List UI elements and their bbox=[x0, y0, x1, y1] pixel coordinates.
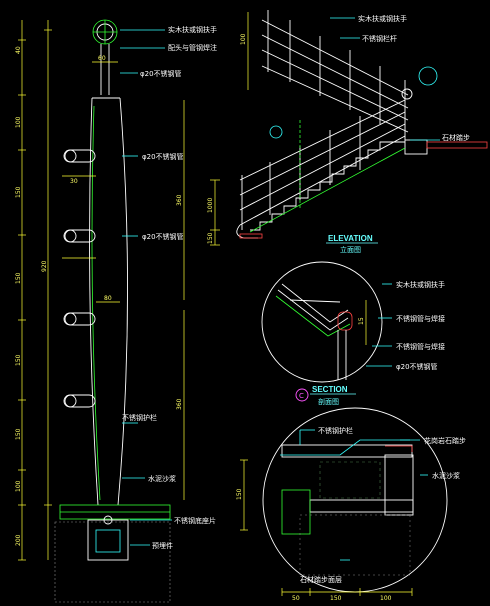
dim-left-total: 920 bbox=[41, 260, 48, 272]
label-elev-handrail: 实木扶或钢扶手 bbox=[358, 14, 407, 23]
dim-sec-d: 15 bbox=[358, 317, 365, 325]
post-body bbox=[89, 97, 128, 506]
dim-det-h: 150 bbox=[236, 488, 243, 500]
title-elevation-cn: 立面图 bbox=[340, 245, 361, 254]
title-section-cn: 剖面图 bbox=[318, 397, 339, 406]
footing-hatch bbox=[54, 521, 171, 603]
dim-tube-w: 60 bbox=[98, 55, 106, 62]
horizontal-tube-3 bbox=[63, 312, 96, 326]
dim-left-d: 150 bbox=[15, 354, 22, 366]
label-sec-tube: 不锈钢管与焊接 bbox=[396, 342, 445, 351]
horizontal-tube-2 bbox=[63, 229, 96, 243]
dim-det-b1: 50 bbox=[292, 595, 300, 602]
horizontal-tube-1 bbox=[63, 149, 96, 163]
dim-left-c: 150 bbox=[15, 272, 22, 284]
dim-left-b: 150 bbox=[15, 186, 22, 198]
dim-left-a: 100 bbox=[15, 116, 22, 128]
label-det-bottom: 石材踏步面层 bbox=[300, 575, 342, 584]
label-embedded-part: 预埋件 bbox=[152, 541, 173, 550]
stair-steps bbox=[250, 141, 405, 231]
dim-mid-lower: 360 bbox=[176, 398, 183, 410]
dim-left-e: 150 bbox=[15, 428, 22, 440]
section-tag-circle bbox=[295, 388, 309, 402]
embedded-part-box bbox=[87, 519, 129, 561]
section-detail: 15 实木扶或钢扶手 不锈钢管与焊接 不锈钢管与焊接 φ20不锈钢管 C SEC… bbox=[261, 261, 445, 406]
post-elevation: 40 100 150 150 150 150 100 200 920 实木扶或钢… bbox=[15, 19, 217, 603]
dim-left-bottom: 100 bbox=[15, 480, 22, 492]
label-det-mortar: 水泥沙浆 bbox=[432, 471, 460, 480]
label-handrail-top: 实木扶或钢扶手 bbox=[168, 25, 217, 34]
dim-w-b: 80 bbox=[104, 295, 112, 302]
label-stone-step: 石材踏步 bbox=[442, 133, 470, 142]
dim-elev-h2: 150 bbox=[207, 232, 214, 244]
label-phi20-tube-1: φ20不锈钢管 bbox=[142, 152, 184, 161]
section-circle bbox=[261, 261, 383, 383]
label-elbow-joint: 配头与管钢焊注 bbox=[168, 43, 217, 52]
dim-w-a: 30 bbox=[70, 178, 78, 185]
detail-marker-b bbox=[418, 66, 438, 86]
dim-det-b3: 100 bbox=[380, 595, 392, 602]
label-det-stone: 花岗岩石踏步 bbox=[424, 436, 466, 445]
dim-mid-upper: 360 bbox=[176, 194, 183, 206]
title-section: SECTION bbox=[312, 385, 348, 394]
dim-det-b2: 150 bbox=[330, 595, 342, 602]
dim-elev-h1: 1000 bbox=[207, 198, 214, 213]
stair-elevation: 100 石材踏步 bbox=[207, 10, 488, 254]
label-steel-base-plate: 不锈钢底座片 bbox=[174, 516, 216, 525]
label-det-guard: 不锈钢护栏 bbox=[318, 426, 353, 435]
label-elev-post: 不锈钢栏杆 bbox=[362, 34, 397, 43]
label-sec-handrail: 实木扶或钢扶手 bbox=[396, 280, 445, 289]
step-detail: 150 50 150 100 不锈钢护栏 花岗岩石踏步 水泥沙浆 石材踏步面层 bbox=[236, 407, 466, 602]
dim-left-base: 200 bbox=[15, 534, 22, 546]
section-tag: C bbox=[299, 392, 304, 400]
detail-marker-a bbox=[269, 125, 283, 139]
dim-left-top: 40 bbox=[15, 46, 22, 54]
title-elevation: ELEVATION bbox=[328, 234, 373, 243]
label-phi20-tube-2: φ20不锈钢管 bbox=[142, 232, 184, 241]
label-steel-post-cover: 不锈钢护栏 bbox=[122, 413, 157, 422]
label-cement-mortar: 水泥沙浆 bbox=[148, 474, 176, 483]
dim-elev-top: 100 bbox=[240, 33, 247, 45]
label-phi20-top: φ20不锈钢管 bbox=[140, 69, 182, 78]
horizontal-tube-4 bbox=[63, 394, 96, 408]
label-sec-joint: 不锈钢管与焊接 bbox=[396, 314, 445, 323]
label-sec-phi20: φ20不锈钢管 bbox=[396, 362, 438, 371]
